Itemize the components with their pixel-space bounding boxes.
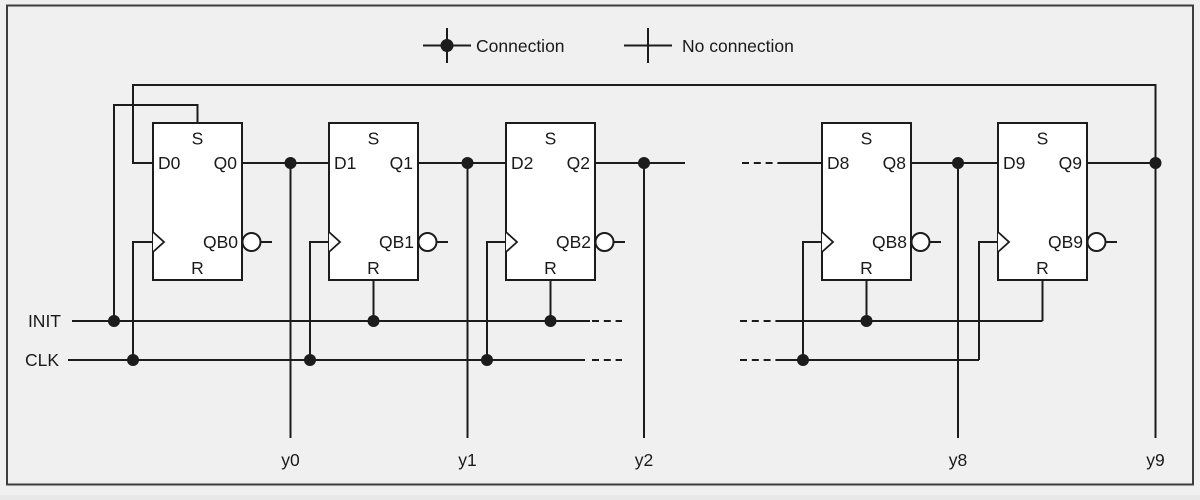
- connection-dot: [638, 157, 650, 169]
- set-pin-label: S: [861, 129, 873, 149]
- set-pin-label: S: [368, 129, 380, 149]
- inverted-output-bubble-icon: [1086, 232, 1107, 252]
- qb-pin-label: QB2: [556, 232, 591, 252]
- connection-dot: [461, 157, 474, 169]
- clock-drop-wire: [486, 241, 506, 360]
- flip-flop-box: [997, 122, 1088, 281]
- connection-dot: [1149, 157, 1162, 169]
- set-pin-label: S: [545, 129, 557, 149]
- reset-pin-label: R: [1036, 258, 1049, 278]
- qb-pin-label: QB8: [872, 232, 907, 252]
- inverted-output-bubble-icon: [594, 232, 615, 252]
- output-label: y8: [949, 450, 967, 470]
- d-pin-label: D9: [1003, 153, 1025, 173]
- qb-pin-label: QB1: [379, 232, 414, 252]
- qb-pin-label: QB9: [1048, 232, 1083, 252]
- set-pin-label: S: [192, 129, 204, 149]
- reset-pin-label: R: [544, 258, 557, 278]
- feedback-wire: [132, 84, 1157, 164]
- qb-pin-label: QB0: [203, 232, 238, 252]
- q-pin-label: Q8: [883, 153, 906, 173]
- init-to-set-wire: [113, 104, 199, 321]
- q-pin-label: Q0: [214, 153, 238, 173]
- reset-pin-label: R: [367, 258, 380, 278]
- reset-pin-label: R: [860, 258, 873, 278]
- clock-triangle-icon: [328, 231, 342, 253]
- clock-drop-wire: [309, 241, 329, 360]
- flip-flop-box: [821, 122, 912, 281]
- output-label: y9: [1146, 450, 1164, 470]
- output-label: y1: [458, 450, 476, 470]
- clock-drop-wire: [132, 241, 153, 360]
- q-pin-label: Q2: [567, 153, 590, 173]
- clock-triangle-icon: [821, 231, 835, 253]
- inverted-output-bubble-icon: [910, 232, 931, 252]
- q-pin-label: Q9: [1059, 153, 1082, 173]
- d-pin-label: D1: [334, 153, 356, 173]
- reset-pin-label: R: [191, 258, 204, 278]
- output-label: y0: [281, 450, 300, 470]
- set-pin-label: S: [1037, 129, 1049, 149]
- inverted-output-bubble-icon: [241, 232, 262, 252]
- q-pin-label: Q1: [390, 153, 413, 173]
- clock-triangle-icon: [505, 231, 519, 253]
- init-signal-label: INIT: [28, 311, 61, 331]
- legend-connection-dot-icon: [440, 39, 454, 52]
- legend-no-connection-label: No connection: [682, 36, 794, 56]
- clock-drop-wire: [802, 241, 822, 360]
- output-label: y2: [635, 450, 653, 470]
- diagram-frame: [6, 4, 1194, 486]
- connection-dot: [284, 157, 297, 169]
- clk-signal-label: CLK: [25, 350, 59, 370]
- legend-connection-label: Connection: [476, 36, 565, 56]
- clock-triangle-icon: [152, 231, 166, 253]
- inverted-output-bubble-icon: [417, 232, 438, 252]
- flip-flop-box: [505, 122, 596, 281]
- d-pin-label: D8: [827, 153, 849, 173]
- clock-drop-wire: [978, 241, 998, 360]
- connection-dot: [952, 157, 964, 169]
- clock-triangle-icon: [997, 231, 1011, 253]
- d-pin-label: D0: [158, 153, 181, 173]
- flip-flop-box: [152, 122, 243, 281]
- flip-flop-box: [328, 122, 419, 281]
- d-pin-label: D2: [511, 153, 533, 173]
